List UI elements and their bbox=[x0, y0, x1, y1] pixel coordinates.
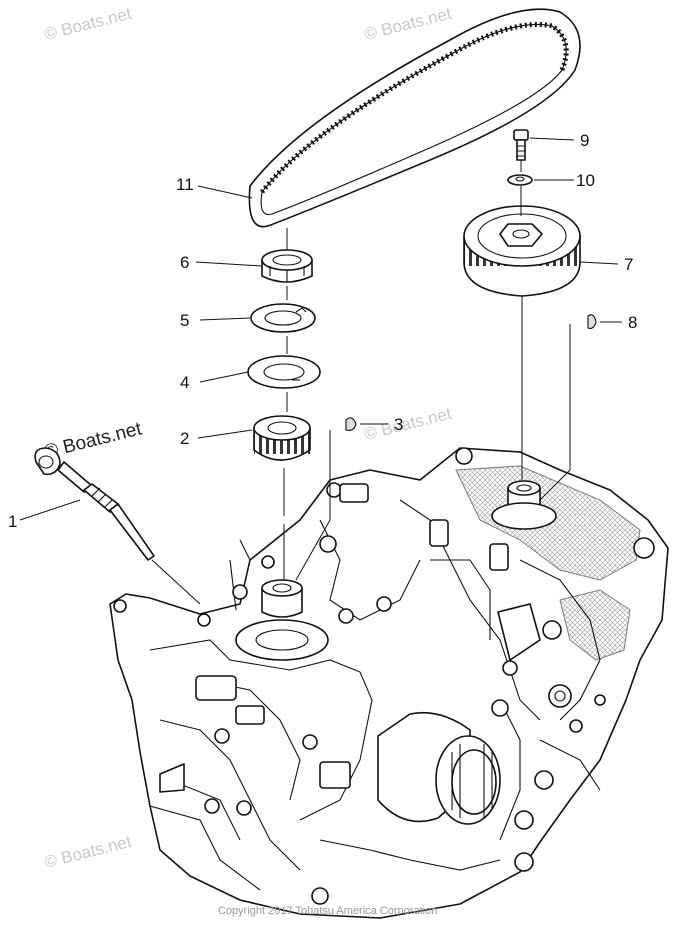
timing-belt[interactable] bbox=[248, 8, 581, 228]
callout-4[interactable]: 4 bbox=[180, 373, 189, 392]
callout-9[interactable]: 9 bbox=[580, 131, 589, 150]
callout-11[interactable]: 11 bbox=[176, 175, 194, 194]
callout-5[interactable]: 5 bbox=[180, 311, 189, 330]
crankshaft-gear[interactable] bbox=[253, 415, 311, 461]
bolt[interactable] bbox=[513, 129, 529, 161]
engine-block bbox=[109, 447, 669, 919]
copyright-notice: Copyright 2017 Tohatsu America Corporati… bbox=[218, 905, 437, 917]
dipstick[interactable] bbox=[34, 447, 155, 561]
callout-7[interactable]: 7 bbox=[624, 255, 633, 274]
camshaft-pulley[interactable] bbox=[463, 205, 581, 297]
center-lines bbox=[151, 160, 571, 605]
callout-3[interactable]: 3 bbox=[394, 415, 403, 434]
washer[interactable] bbox=[507, 174, 533, 186]
watermark-top-right: © Boats.net bbox=[362, 4, 453, 44]
watermark-bottom-left: © Boats.net bbox=[42, 832, 133, 872]
callout-2[interactable]: 2 bbox=[180, 429, 189, 448]
callout-8[interactable]: 8 bbox=[628, 313, 637, 332]
callout-6[interactable]: 6 bbox=[180, 253, 189, 272]
washer-plate[interactable] bbox=[247, 355, 321, 389]
leader-lines bbox=[19, 137, 622, 521]
callout-10[interactable]: 10 bbox=[576, 171, 595, 190]
callout-1[interactable]: 1 bbox=[8, 512, 17, 531]
lock-washer[interactable] bbox=[250, 303, 316, 333]
watermark-top-left: © Boats.net bbox=[42, 4, 133, 44]
woodruff-key-8[interactable] bbox=[587, 314, 597, 329]
callouts: 1 2 3 4 5 6 7 8 9 10 11 bbox=[8, 131, 637, 531]
woodruff-key-3[interactable] bbox=[345, 417, 357, 431]
nut[interactable] bbox=[261, 249, 313, 283]
